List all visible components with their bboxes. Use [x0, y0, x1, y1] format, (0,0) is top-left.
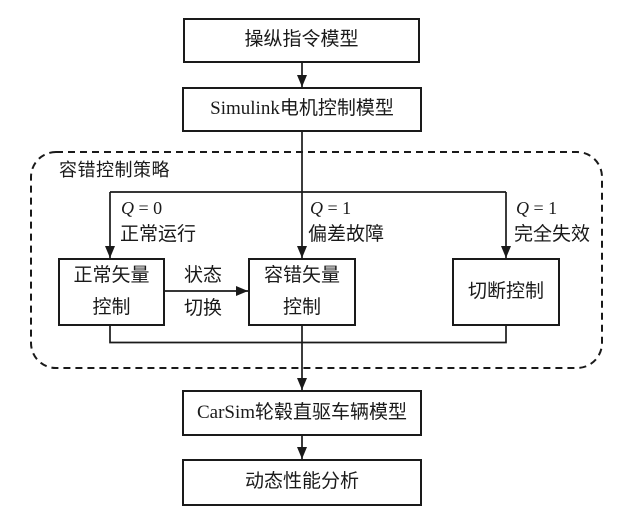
strategy-boundary-dashed-box	[30, 151, 603, 369]
state-switch-label-line1: 状态	[184, 265, 223, 286]
branch-left-condition: Q = 0	[121, 198, 163, 218]
branch-middle-state: 偏差故障	[308, 224, 385, 245]
node-command-model: 操纵指令模型	[183, 18, 420, 63]
node-dynamic-performance-analysis: 动态性能分析	[182, 459, 422, 506]
node-carsim-vehicle-model: CarSim轮毂直驱车辆模型	[182, 390, 422, 436]
node-cutoff-control: 切断控制	[452, 258, 560, 326]
node-simulink-motor-control-model: Simulink电机控制模型	[182, 87, 422, 132]
branch-middle-condition: Q = 1	[310, 198, 352, 218]
branch-left-state: 正常运行	[120, 224, 197, 245]
node-normal-vector-control: 正常矢量 控制	[58, 258, 165, 326]
branch-right-condition: Q = 1	[516, 198, 558, 218]
state-switch-label-line2: 切换	[184, 298, 223, 319]
merge-bar	[109, 326, 507, 344]
strategy-boundary-label: 容错控制策略	[59, 160, 170, 180]
node-fault-tolerant-vector-control: 容错矢量 控制	[248, 258, 356, 326]
branch-right-state: 完全失效	[514, 224, 591, 245]
